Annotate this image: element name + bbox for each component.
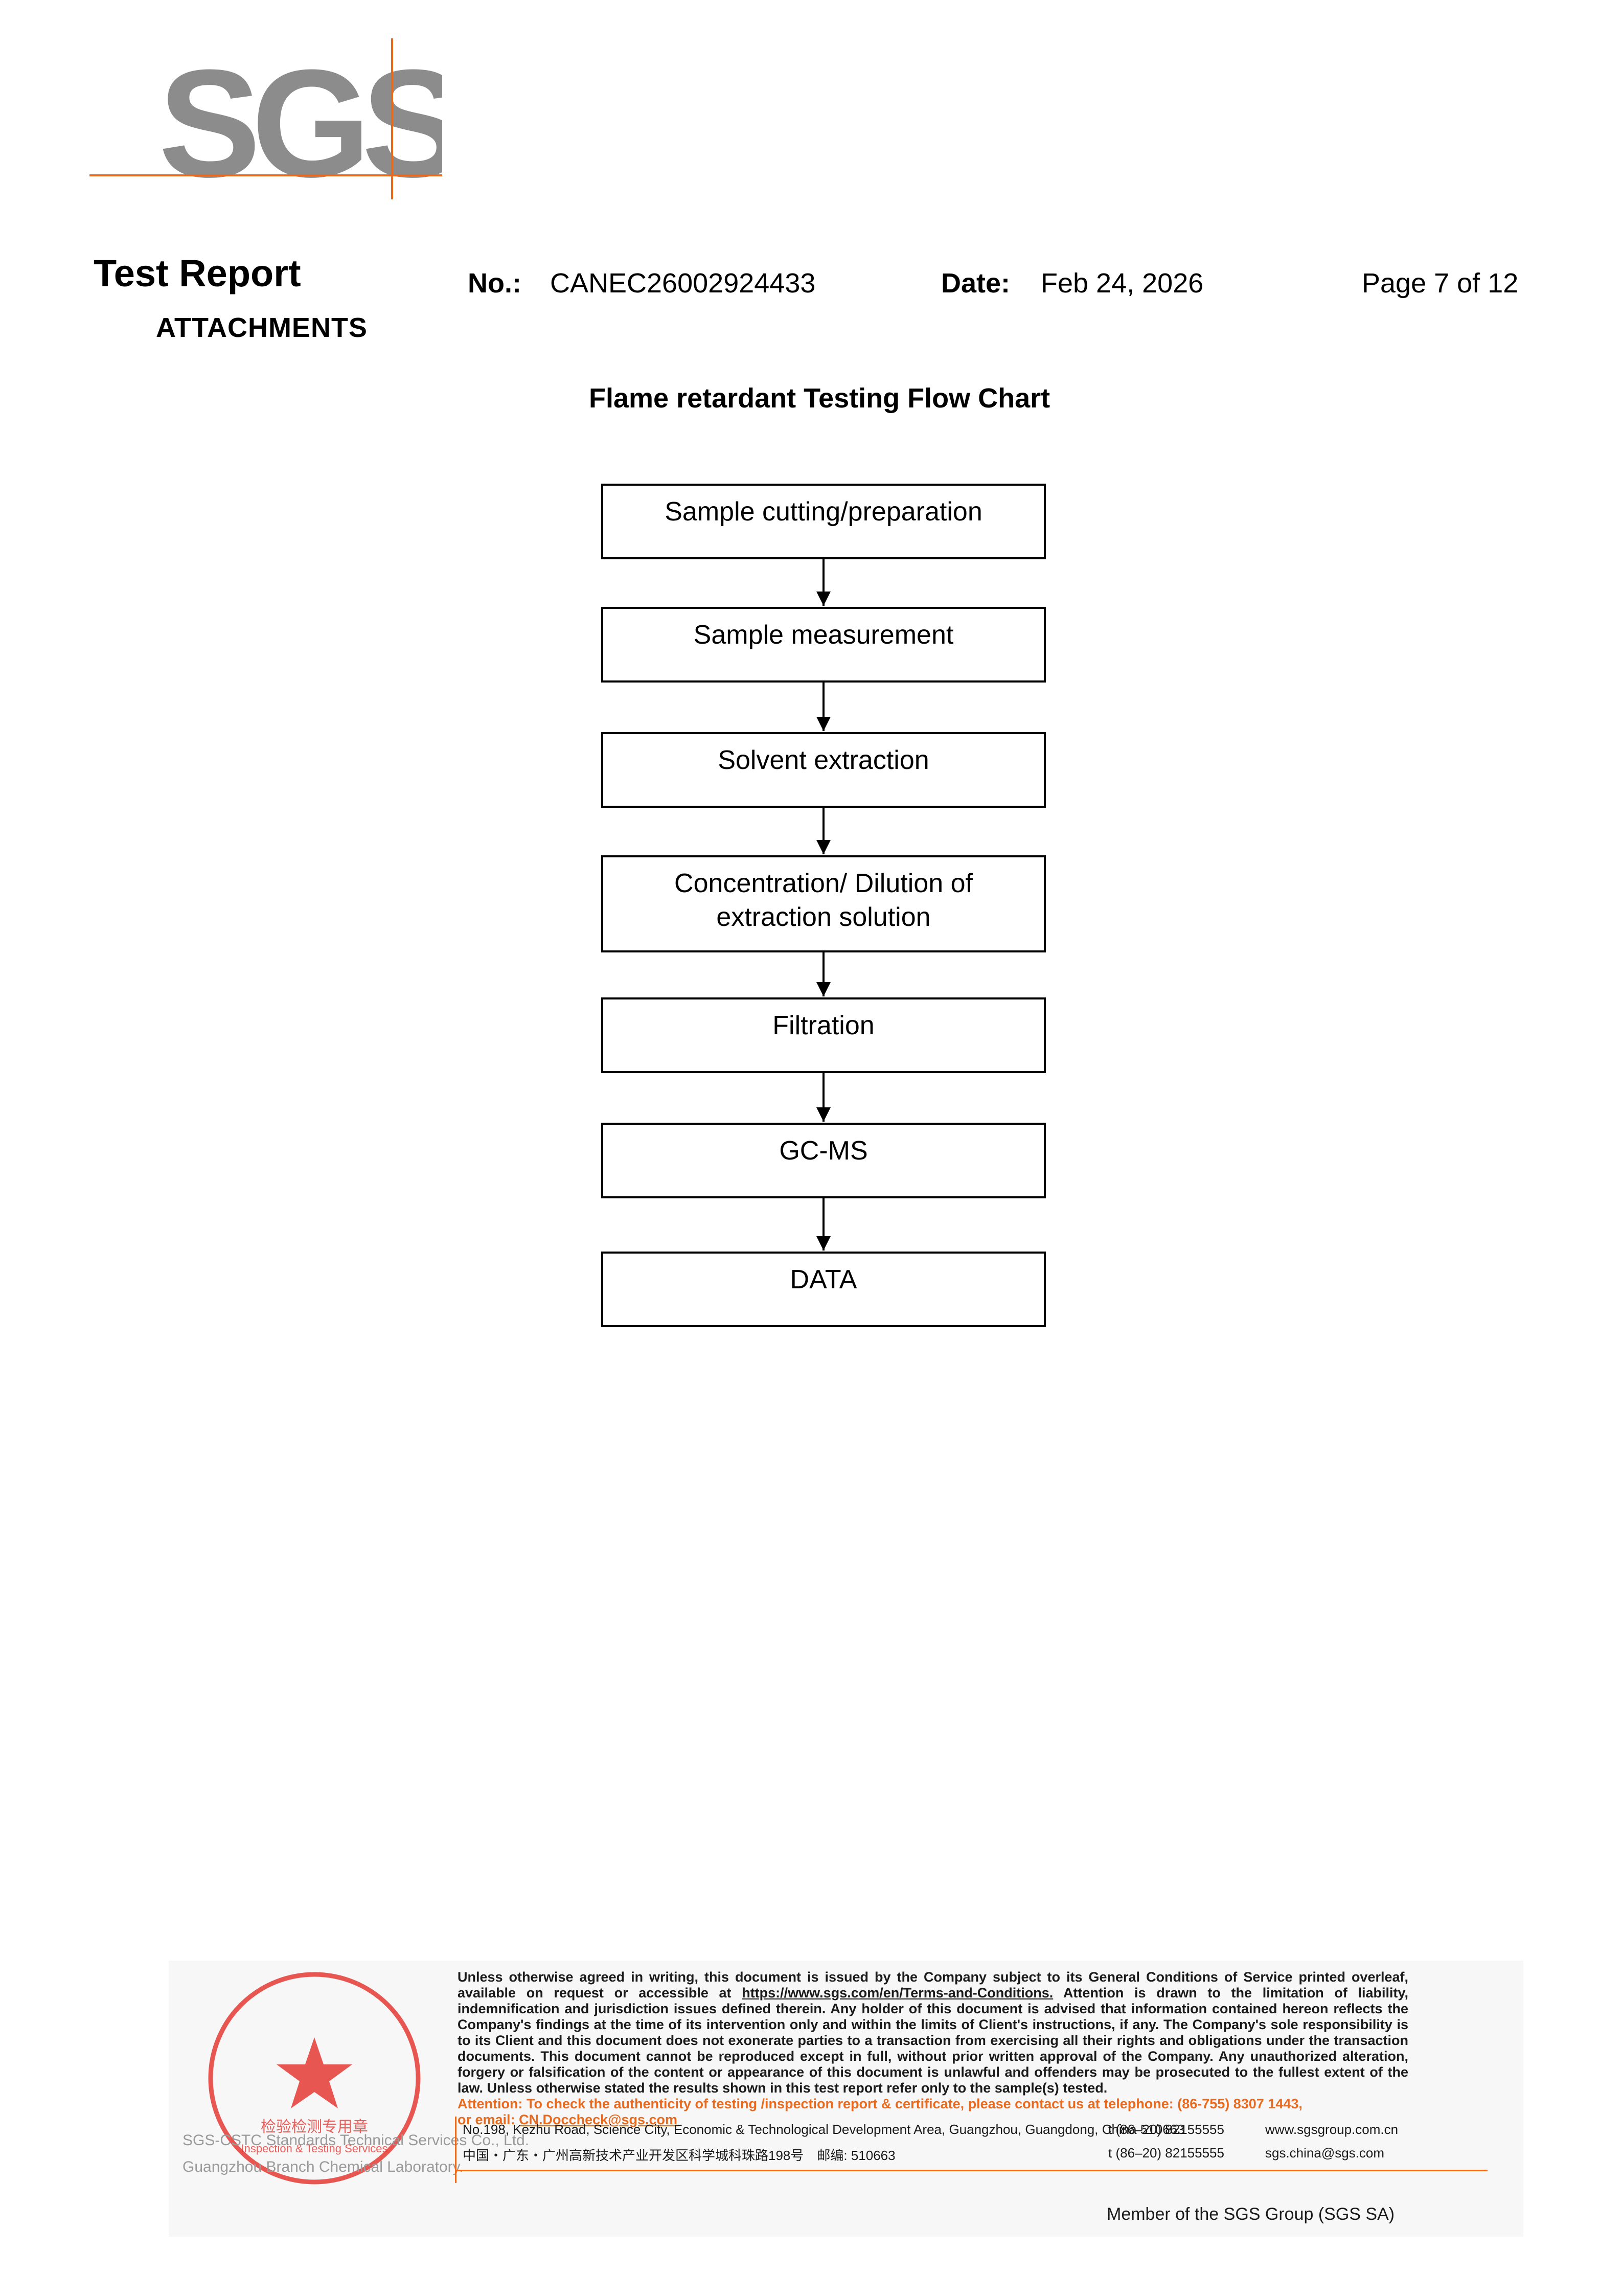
flow-arrows bbox=[816, 559, 831, 1251]
website-link[interactable]: www.sgsgroup.com.cn bbox=[1265, 2122, 1399, 2137]
footer-rule bbox=[455, 2170, 1488, 2171]
report-date-value: Feb 24, 2026 bbox=[1041, 268, 1204, 299]
address-english: No.198, Kezhu Road, Science City, Econom… bbox=[463, 2122, 1185, 2137]
flow-step-label: Solvent extraction bbox=[718, 745, 929, 775]
email-prefix: or email: bbox=[458, 2112, 515, 2127]
seal-sub-text: Inspection & Testing Services bbox=[241, 2142, 388, 2155]
disclaimer-text-1: Unless otherwise agreed in writing, this… bbox=[458, 1969, 1408, 2001]
lab-name-line-1: SGS-CSTC Standards Technical Services Co… bbox=[182, 2132, 530, 2149]
telephone-2: t (86–20) 82155555 bbox=[1108, 2145, 1224, 2161]
sgs-logo: SGS bbox=[89, 38, 442, 202]
section-heading: ATTACHMENTS bbox=[156, 312, 368, 343]
contact-email-link[interactable]: sgs.china@sgs.com bbox=[1265, 2145, 1385, 2161]
flow-step-label: Sample cutting/preparation bbox=[665, 497, 982, 527]
seal-center-text: 检验检测专用章 bbox=[261, 2118, 368, 2136]
flow-step-data: DATA bbox=[601, 1252, 1046, 1327]
footer bbox=[169, 1961, 1523, 2237]
flow-step-concentration-dilution: Concentration/ Dilution of extraction so… bbox=[601, 855, 1046, 952]
footer-disclaimer: Unless otherwise agreed in writing, this… bbox=[458, 1969, 1408, 2128]
doccheck-email-link[interactable]: CN.Doccheck@sgs.com bbox=[519, 2112, 677, 2127]
lab-name-line-2: Guangzhou Branch Chemical Laboratory. bbox=[182, 2158, 464, 2175]
report-no-label: No.: bbox=[468, 268, 521, 299]
address-chinese: 中国・广东・广州高新技术产业开发区科学城科珠路198号 邮编: 510663 bbox=[463, 2148, 896, 2163]
flow-step-gc-ms: GC-MS bbox=[601, 1123, 1046, 1198]
page-number: Page 7 of 12 bbox=[1362, 268, 1519, 299]
footer-divider bbox=[455, 2117, 456, 2183]
report-title: Test Report bbox=[94, 252, 301, 294]
flow-step-label: GC-MS bbox=[779, 1136, 868, 1166]
flow-step-label: Filtration bbox=[772, 1011, 875, 1040]
seal-star-icon bbox=[277, 2037, 352, 2108]
flow-step-label: Sample measurement bbox=[693, 620, 954, 650]
telephone-1: t (86–20) 82155555 bbox=[1108, 2122, 1224, 2137]
company-seal: 检验检测专用章 Inspection & Testing Services bbox=[208, 1972, 421, 2185]
terms-link[interactable]: https://www.sgs.com/en/Terms-and-Conditi… bbox=[742, 1985, 1054, 2001]
flow-step-solvent-extraction: Solvent extraction bbox=[601, 732, 1046, 808]
report-no-value: CANEC26002924433 bbox=[550, 268, 816, 299]
disclaimer-text-2: Attention is drawn to the limitation of … bbox=[458, 1985, 1409, 2096]
authenticity-attention: Attention: To check the authenticity of … bbox=[458, 2096, 1302, 2111]
report-date-label: Date: bbox=[941, 268, 1011, 299]
flow-step-sample-cutting: Sample cutting/preparation bbox=[601, 484, 1046, 559]
flow-step-label: Concentration/ Dilution of extraction so… bbox=[674, 869, 973, 932]
flow-step-filtration: Filtration bbox=[601, 997, 1046, 1073]
flow-chart-title: Flame retardant Testing Flow Chart bbox=[589, 383, 1050, 414]
flow-step-label: DATA bbox=[790, 1265, 857, 1294]
flow-step-sample-measurement: Sample measurement bbox=[601, 607, 1046, 683]
member-statement: Member of the SGS Group (SGS SA) bbox=[1107, 2204, 1395, 2224]
